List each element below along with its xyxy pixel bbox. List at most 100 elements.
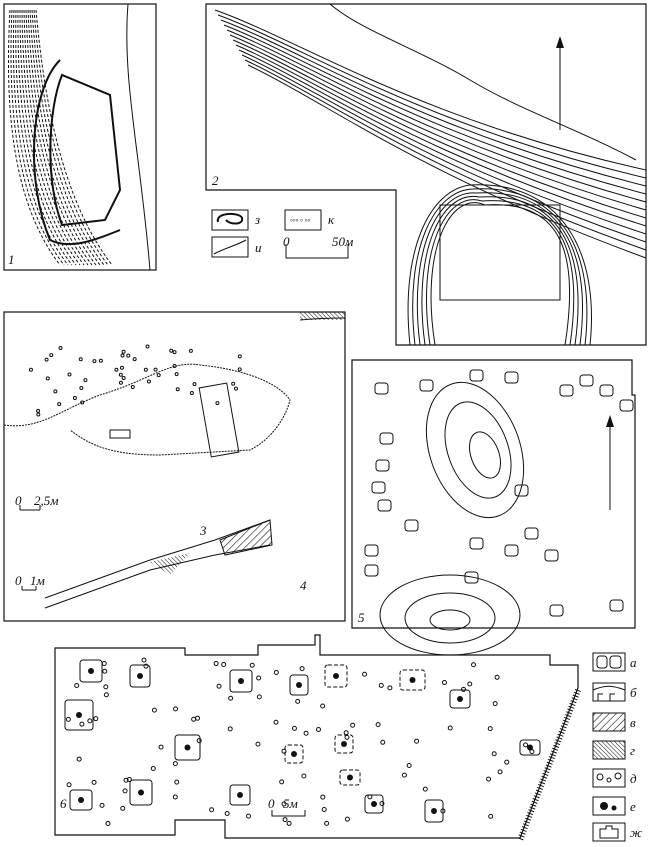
post-hole-filled bbox=[296, 682, 302, 688]
stone-mark bbox=[57, 402, 62, 407]
panel-5-number: 5 bbox=[358, 610, 365, 625]
legend-item-i: и bbox=[255, 240, 262, 255]
post-hole bbox=[523, 742, 529, 748]
post-hole bbox=[447, 725, 453, 731]
post-hole bbox=[488, 813, 494, 819]
stone-mark bbox=[130, 385, 135, 390]
post-hole bbox=[103, 684, 109, 690]
post-hole bbox=[103, 692, 109, 698]
dwelling-pit bbox=[129, 664, 151, 688]
post-hole bbox=[494, 674, 500, 680]
panel-1-number: 1 bbox=[8, 252, 15, 267]
post-hole bbox=[224, 810, 230, 816]
north-arrow-icon bbox=[556, 36, 564, 48]
post-hole-filled bbox=[137, 673, 143, 679]
contour-line bbox=[31, 9, 105, 266]
panel-6-number: 6 bbox=[60, 796, 67, 811]
post-hole bbox=[320, 703, 326, 709]
post-hole bbox=[344, 734, 350, 740]
post-hole bbox=[281, 801, 287, 807]
contour-line bbox=[19, 9, 81, 266]
post-hole-filled bbox=[347, 774, 353, 781]
dwelling-pit bbox=[334, 734, 354, 754]
stone-mark bbox=[83, 378, 88, 383]
legend-item-z: з bbox=[254, 212, 260, 227]
post-hole-filled bbox=[371, 801, 377, 807]
post-hole bbox=[143, 663, 149, 669]
post-hole bbox=[273, 719, 279, 725]
pit bbox=[371, 481, 386, 494]
contour-line bbox=[238, 49, 647, 235]
dwelling-pit bbox=[284, 744, 304, 764]
stone-mark bbox=[132, 357, 137, 362]
post-hole bbox=[379, 800, 385, 806]
stone-mark bbox=[174, 372, 179, 377]
post-hole bbox=[74, 682, 80, 688]
post-hole bbox=[324, 820, 330, 826]
post-hole bbox=[440, 808, 446, 814]
post-hole bbox=[216, 683, 222, 689]
stone-mark bbox=[192, 382, 197, 387]
post-hole bbox=[299, 666, 305, 672]
panel-4-scale-zero: 0 bbox=[15, 573, 22, 588]
post-hole bbox=[321, 807, 327, 813]
contour-line bbox=[217, 14, 647, 179]
contour-line bbox=[226, 29, 647, 203]
stone-mark bbox=[143, 367, 148, 372]
contour-line bbox=[33, 9, 109, 266]
dwelling-pit bbox=[399, 669, 426, 691]
stone-mark bbox=[98, 358, 103, 363]
post-hole bbox=[316, 727, 322, 733]
pit bbox=[464, 571, 479, 584]
contour-line bbox=[235, 44, 647, 227]
stone-mark bbox=[145, 344, 150, 349]
stone-mark bbox=[72, 396, 77, 401]
post-hole bbox=[281, 748, 287, 754]
post-hole bbox=[378, 682, 384, 688]
post-hole bbox=[209, 807, 215, 813]
dwelling-pit bbox=[519, 739, 541, 756]
post-hole bbox=[422, 786, 428, 792]
post-hole bbox=[195, 715, 201, 721]
post-hole bbox=[492, 701, 498, 707]
legend-top: з °°° ° °° к и 0 50м bbox=[211, 209, 353, 259]
stone-mark bbox=[121, 375, 126, 380]
post-hole bbox=[461, 686, 467, 692]
dwelling-pit bbox=[324, 664, 348, 688]
contour-line bbox=[29, 9, 101, 266]
contour-line bbox=[407, 184, 592, 346]
post-hole bbox=[76, 756, 82, 762]
pit bbox=[374, 382, 389, 395]
post-hole bbox=[228, 695, 234, 701]
stone-mark bbox=[53, 389, 58, 394]
post-hole-filled bbox=[291, 751, 297, 757]
post-hole-filled bbox=[237, 792, 243, 798]
stone-mark bbox=[172, 364, 177, 369]
stone-mark bbox=[118, 372, 123, 377]
stone-mark bbox=[188, 348, 193, 353]
post-hole bbox=[213, 661, 219, 667]
contour-line bbox=[412, 188, 588, 346]
contour-line bbox=[15, 9, 73, 266]
post-hole bbox=[102, 668, 108, 674]
contour-line bbox=[247, 64, 647, 259]
post-hole-filled bbox=[333, 673, 339, 679]
post-hole bbox=[101, 660, 107, 666]
contour-line bbox=[27, 9, 97, 266]
panel-4-scale-label: 1м bbox=[30, 573, 45, 588]
post-hole bbox=[87, 718, 93, 724]
post-hole bbox=[120, 805, 126, 811]
panel-2-number: 2 bbox=[212, 173, 219, 188]
contour-line bbox=[223, 24, 647, 195]
post-hole bbox=[406, 762, 412, 768]
stone-mark bbox=[175, 387, 180, 392]
post-hole bbox=[282, 817, 288, 823]
contour-line bbox=[232, 39, 647, 219]
contour-line bbox=[23, 9, 89, 266]
contour-line bbox=[421, 195, 579, 346]
post-hole bbox=[504, 759, 510, 765]
post-hole bbox=[487, 726, 493, 732]
dwelling-pit bbox=[229, 669, 253, 693]
post-hole bbox=[367, 794, 373, 800]
